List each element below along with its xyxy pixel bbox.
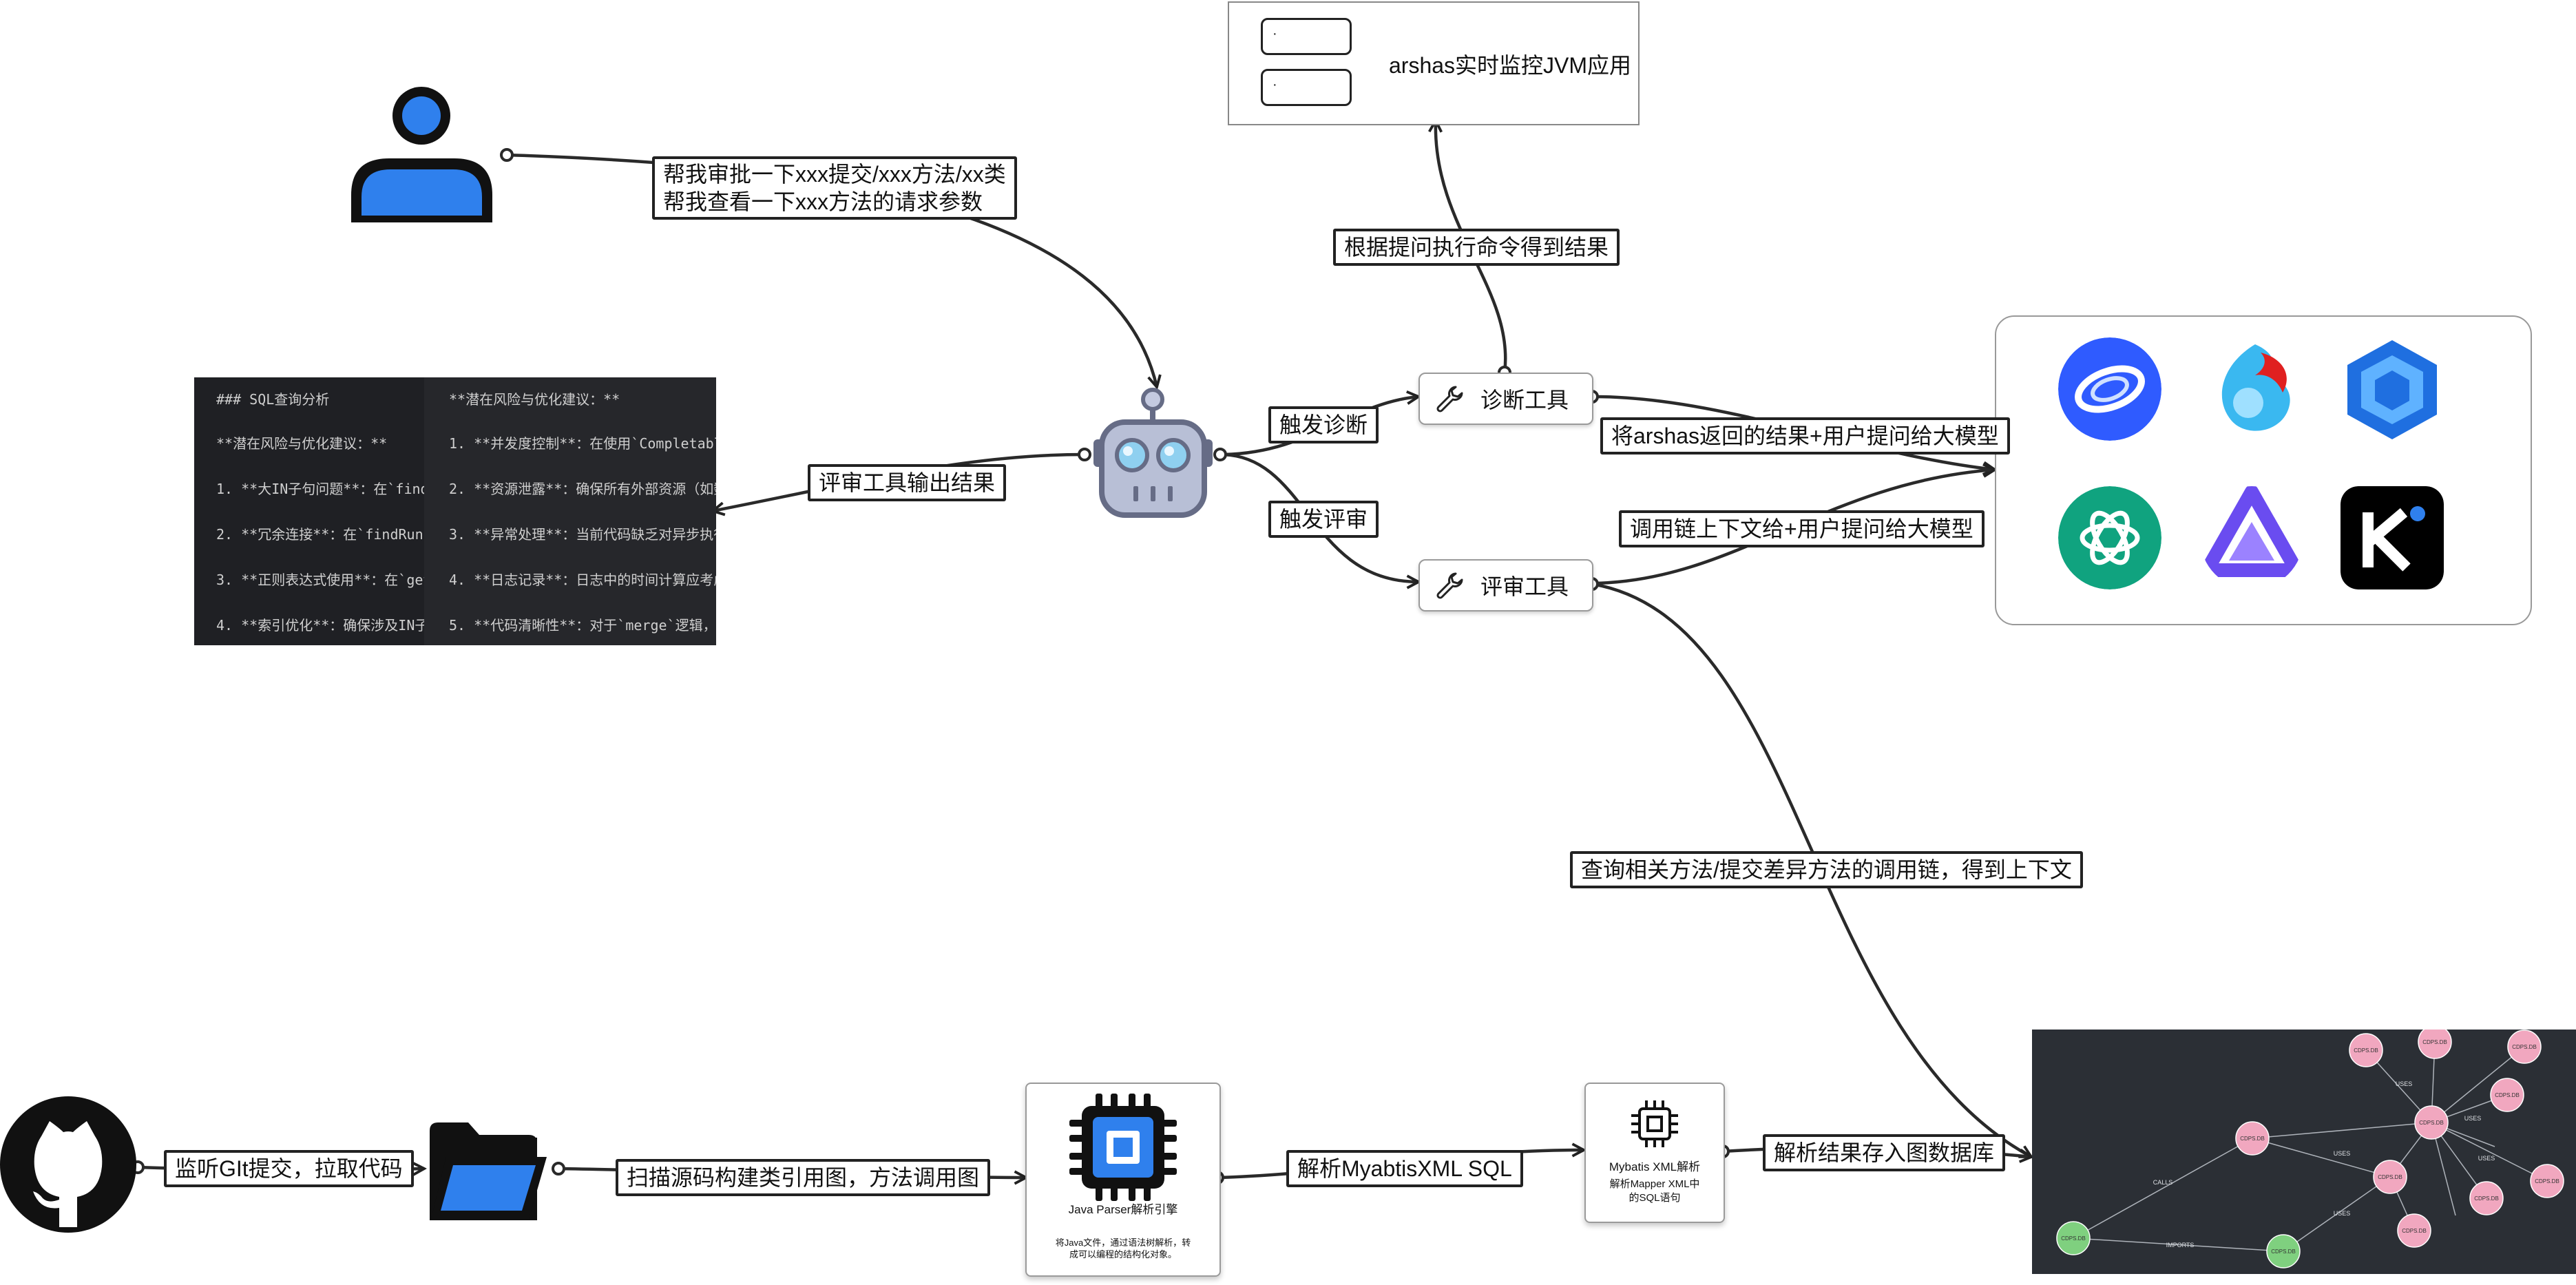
arthas-item-2: · [1261, 69, 1352, 106]
code-line: 2. **冗余连接**：在`findRunn [216, 526, 424, 543]
label-trigger-review: 触发评审 [1268, 501, 1379, 538]
edge-label: CALLS [2153, 1179, 2173, 1186]
code-line: 1. **并发度控制**：在使用`CompletableF [449, 435, 716, 452]
kimi-logo [2341, 486, 2444, 589]
port-robot-left [1078, 448, 1091, 461]
label-trigger-diagnose: 触发诊断 [1268, 406, 1379, 443]
graph-node [2507, 1030, 2542, 1064]
edge-label: USES [2334, 1150, 2351, 1157]
node-label: CDPS.DB [2495, 1092, 2520, 1098]
code-line: **潜在风险与优化建议：** [216, 435, 388, 452]
graph-node [2349, 1033, 2383, 1067]
node-label: CDPS.DB [2354, 1047, 2378, 1054]
chip-icon [1631, 1100, 1678, 1147]
edge-label: USES [2478, 1155, 2495, 1162]
code-line: 2. **资源泄露**：确保所有外部资源（如数据 [449, 481, 716, 497]
diagnose-tool[interactable]: 诊断工具 [1418, 373, 1593, 425]
diagnose-tool-label: 诊断工具 [1480, 388, 1569, 412]
qwen-logo [2200, 486, 2303, 577]
label-scan-source: 扫描源码构建类引用图，方法调用图 [616, 1159, 991, 1196]
port-user [500, 148, 514, 162]
code-line: ### SQL查询分析 [216, 391, 330, 408]
code-line: 5. **代码清晰性**：对于`merge`逻辑，可 [449, 617, 716, 634]
deepseek-logo [2221, 344, 2290, 431]
label-store-graph: 解析结果存入图数据库 [1763, 1134, 2006, 1171]
arthas-title: arshas实时监控JVM应用 [1389, 53, 1632, 78]
mybatis-parser-card[interactable]: Mybatis XML解析 解析Mapper XML中的SQL语句 [1584, 1083, 1725, 1223]
graph-node [2414, 1105, 2449, 1140]
graph-node [2530, 1164, 2564, 1198]
port-robot-right [1213, 448, 1227, 461]
graph-database-view: USES USES USES CALLS IMPORTS USES USES C… [2032, 1030, 2576, 1274]
java-parser-desc: 将Java文件，通过语法树解析，转成可以编程的结构化对象。 [1055, 1237, 1191, 1260]
review-tool[interactable]: 评审工具 [1418, 559, 1593, 612]
code-line: 4. **索引优化**：确保涉及IN子句 [216, 617, 424, 634]
graph-node [2418, 1030, 2452, 1059]
tongyi-logo [2347, 340, 2437, 439]
llm-logos-panel [1995, 315, 2532, 625]
edge-label: USES [2464, 1115, 2482, 1122]
node-label: CDPS.DB [2271, 1249, 2296, 1255]
arthas-item-1: · [1261, 18, 1352, 55]
graph-node [2373, 1160, 2407, 1194]
code-line: 4. **日志记录**：日志中的时间计算应考虑 [449, 572, 716, 588]
graph-node [2235, 1121, 2270, 1156]
code-line: 1. **大IN子句问题**：在`findBy [216, 481, 424, 497]
mybatis-parser-desc: 解析Mapper XML中的SQL语句 [1609, 1178, 1700, 1204]
node-label: CDPS.DB [2240, 1136, 2265, 1142]
code-line: 3. **正则表达式使用**：在`getM [216, 572, 424, 588]
code-review-panel-right: **潜在风险与优化建议：** 1. **并发度控制**：在使用`Completa… [424, 377, 716, 645]
edge-label: USES [2334, 1210, 2351, 1217]
code-line: 3. **异常处理**：当前代码缺乏对异步执行 [449, 526, 716, 543]
label-query-callchain: 查询相关方法/提交差异方法的调用链，得到上下文 [1570, 851, 2083, 888]
node-label: CDPS.DB [2061, 1235, 2086, 1242]
robot-icon [1093, 388, 1213, 518]
graph-node [2469, 1181, 2504, 1215]
arthas-monitor-box: · · arshas实时监控JVM应用 [1228, 1, 1640, 125]
node-label: CDPS.DB [2422, 1039, 2447, 1045]
node-label: CDPS.DB [2512, 1044, 2537, 1050]
edge-label: USES [2396, 1080, 2413, 1087]
wrench-icon [1436, 386, 1463, 412]
doubao-logo [2058, 337, 2161, 441]
label-user-request-line1: 帮我审批一下xxx提交/xxx方法/xx类 [663, 162, 1006, 187]
wrench-icon [1436, 572, 1463, 599]
folder-icon [430, 1122, 547, 1220]
label-user-request-line2: 帮我查看一下xxx方法的请求参数 [663, 189, 983, 214]
github-icon [0, 1096, 136, 1233]
graph-node [2397, 1213, 2431, 1248]
node-label: CDPS.DB [2535, 1178, 2559, 1184]
graph-node [2056, 1221, 2091, 1255]
label-exec-command: 根据提问执行命令得到结果 [1333, 229, 1620, 266]
java-parser-card[interactable]: Java Parser解析引擎 将Java文件，通过语法树解析，转成可以编程的结… [1025, 1083, 1221, 1277]
node-label: CDPS.DB [2419, 1120, 2444, 1126]
code-line: **潜在风险与优化建议：** [449, 391, 620, 408]
chatgpt-logo [2058, 486, 2161, 589]
edge-review-to-graphdb [1591, 582, 2031, 1158]
graph-node [2490, 1078, 2524, 1112]
label-parse-mybatis: 解析MyabtisXML SQL [1286, 1150, 1523, 1187]
label-user-request: 帮我审批一下xxx提交/xxx方法/xx类 帮我查看一下xxx方法的请求参数 [652, 156, 1017, 220]
port-folder [552, 1162, 565, 1176]
label-review-output: 评审工具输出结果 [808, 464, 1007, 501]
review-tool-label: 评审工具 [1480, 574, 1569, 599]
label-callchain-to-llm: 调用链上下文给+用户提问给大模型 [1619, 510, 1985, 547]
java-parser-title: Java Parser解析引擎 [1068, 1203, 1178, 1216]
label-listen-git: 监听GIt提交，拉取代码 [164, 1150, 414, 1187]
user-icon [351, 87, 492, 222]
node-label: CDPS.DB [2402, 1228, 2427, 1234]
code-review-panel-left: ### SQL查询分析 **潜在风险与优化建议：** 1. **大IN子句问题*… [194, 377, 424, 645]
label-arthas-to-llm: 将arshas返回的结果+用户提问给大模型 [1600, 417, 2010, 455]
chip-icon [1069, 1094, 1177, 1201]
node-label: CDPS.DB [2474, 1195, 2499, 1202]
graph-node [2266, 1234, 2301, 1268]
edge-label: IMPORTS [2166, 1242, 2195, 1249]
node-label: CDPS.DB [2378, 1174, 2402, 1180]
mybatis-parser-title: Mybatis XML解析 [1609, 1160, 1701, 1173]
